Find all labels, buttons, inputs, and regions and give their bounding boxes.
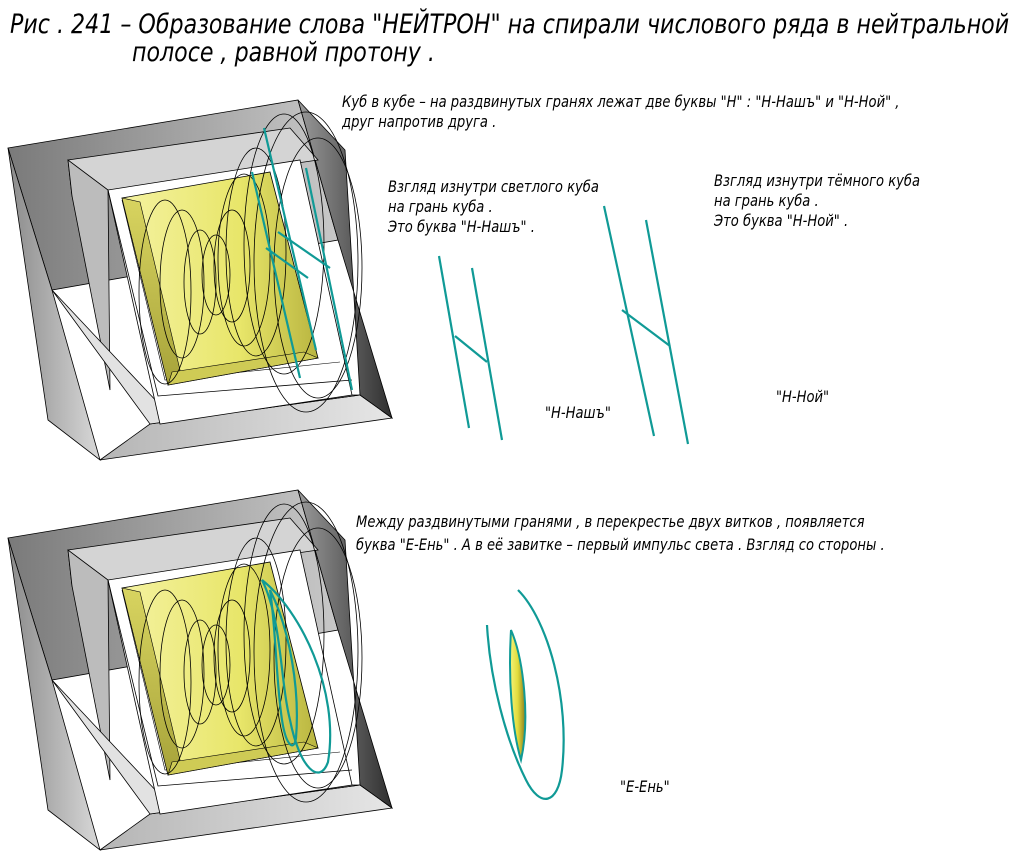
light-view-line-2: на грань куба .	[388, 197, 493, 216]
top-note-line-1: Куб в кубе – на раздвинутых гранях лежат…	[342, 92, 900, 111]
top-cube-drawing	[7, 99, 393, 461]
figure-title-line-1: Рис . 241 – Образование слова "НЕЙТРОН" …	[10, 9, 1009, 40]
dark-view-line-3: Это буква "Н-Ной" .	[714, 211, 849, 230]
letter-n-nash	[437, 255, 504, 441]
dark-view-line-2: на грань куба .	[714, 191, 819, 210]
diagram-drawing	[7, 99, 690, 851]
dark-view-line-1: Взгляд изнутри тёмного куба	[714, 171, 921, 190]
figure-canvas: Рис . 241 – Образование слова "НЕЙТРОН" …	[7, 9, 1009, 851]
bottom-note-line-1: Между раздвинутыми гранями , в перекрест…	[356, 512, 865, 531]
letter-e-en	[485, 589, 565, 800]
letter-n-noi	[602, 205, 690, 445]
label-n-noi: "Н-Ной"	[776, 387, 830, 406]
figure-title-line-2: полосе , равной протону .	[132, 37, 435, 68]
label-e-en: "Е-Ень"	[620, 777, 670, 796]
label-n-nash: "Н-Нашъ"	[545, 403, 611, 422]
bottom-cube-drawing	[7, 489, 393, 851]
bottom-note-line-2: буква "Е-Ень" . А в её завитке – первый …	[356, 535, 885, 554]
top-h-letters	[250, 127, 354, 391]
bottom-e-letter	[261, 579, 332, 774]
light-view-line-1: Взгляд изнутри светлого куба	[388, 177, 599, 196]
light-view-line-3: Это буква "Н-Нашъ" .	[388, 217, 535, 236]
top-note-line-2: друг напротив друга .	[342, 112, 497, 131]
